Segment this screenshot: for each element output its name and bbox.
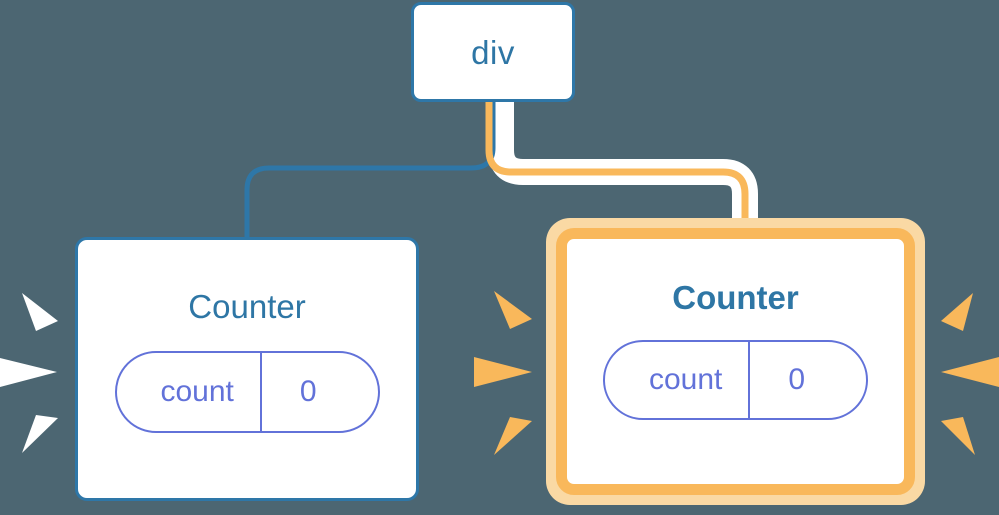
node-counter-left-label: Counter: [188, 288, 306, 325]
state-pill-counter-left: count 0: [114, 351, 380, 433]
sparkle-ray-icon: [22, 415, 58, 453]
node-counter-right-frame: Counter count 0: [556, 228, 915, 495]
sparkle-rays-white: [0, 293, 58, 453]
node-counter-right-label: Counter: [672, 279, 799, 316]
node-counter-right[interactable]: Counter count 0: [546, 218, 925, 505]
state-key: count: [649, 363, 723, 396]
node-div[interactable]: div: [411, 2, 575, 102]
node-counter-left[interactable]: Counter count 0: [75, 237, 419, 501]
sparkle-ray-icon: [941, 293, 973, 331]
edge-div-to-counter-right: [485, 102, 749, 232]
sparkle-ray-icon: [494, 291, 532, 329]
sparkle-ray-icon: [941, 357, 999, 387]
state-key: count: [160, 375, 234, 408]
sparkle-rays-orange-right: [941, 293, 999, 455]
node-div-label: div: [471, 33, 515, 71]
sparkle-ray-icon: [941, 417, 975, 455]
sparkle-rays-orange-middle: [474, 291, 532, 455]
sparkle-ray-icon: [474, 357, 532, 387]
state-value: 0: [259, 353, 355, 431]
edge-div-to-counter-left: [244, 102, 496, 240]
state-value: 0: [748, 342, 843, 418]
sparkle-ray-icon: [494, 417, 532, 455]
edge-div-to-counter-right-halo: [488, 102, 758, 232]
state-pill-counter-right: count 0: [603, 340, 868, 420]
sparkle-ray-icon: [0, 358, 57, 387]
sparkle-ray-icon: [22, 293, 58, 331]
